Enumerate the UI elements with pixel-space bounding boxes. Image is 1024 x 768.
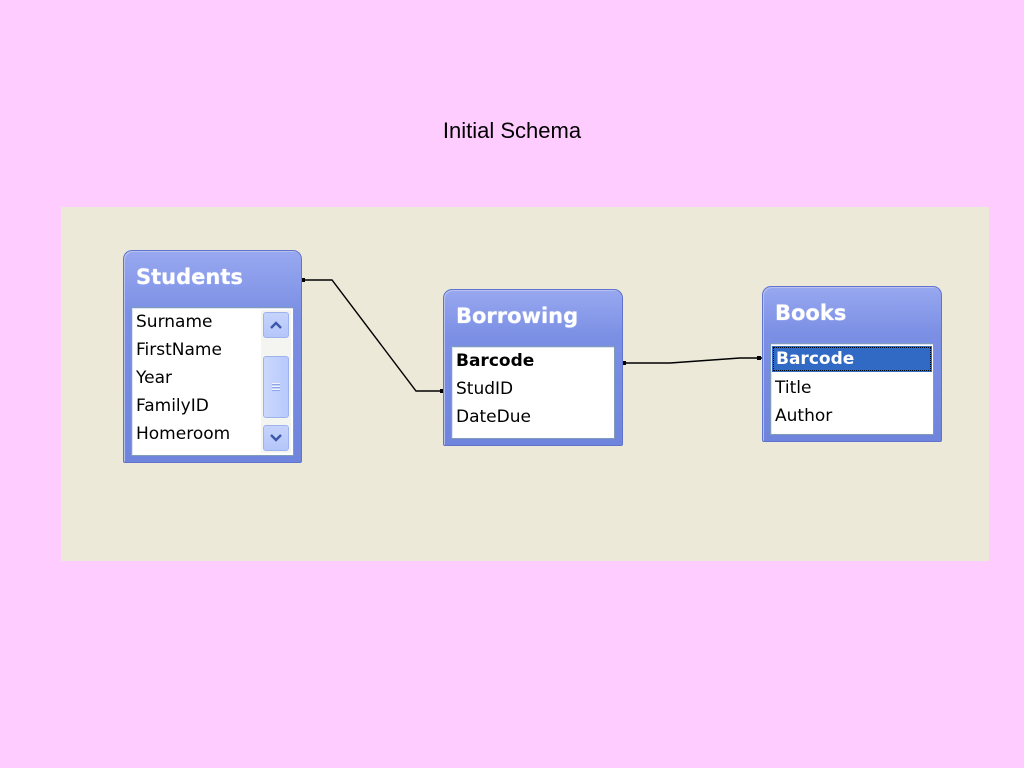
field-list[interactable]: Surname FirstName Year FamilyID Homeroom xyxy=(131,307,294,456)
vertical-scrollbar[interactable] xyxy=(261,310,291,453)
field-item[interactable]: DateDue xyxy=(456,407,531,427)
scroll-down-button[interactable] xyxy=(263,425,289,451)
table-books[interactable]: Books Barcode Title Author xyxy=(762,286,942,442)
field-item[interactable]: Year xyxy=(136,368,172,388)
field-item[interactable]: StudID xyxy=(456,379,514,399)
table-title[interactable]: Students xyxy=(136,265,243,289)
field-item[interactable]: Author xyxy=(775,406,833,426)
field-item[interactable]: Homeroom xyxy=(136,424,231,444)
table-students[interactable]: Students Surname FirstName Year FamilyID… xyxy=(123,250,302,463)
table-title[interactable]: Books xyxy=(775,301,847,325)
slide-title: Initial Schema xyxy=(442,118,582,143)
chevron-up-icon xyxy=(270,321,282,329)
field-item-selected[interactable]: Barcode xyxy=(772,346,932,372)
field-item[interactable]: Title xyxy=(775,378,812,398)
chevron-down-icon xyxy=(270,434,282,442)
grip-icon xyxy=(272,382,280,392)
field-item[interactable]: FirstName xyxy=(136,340,222,360)
table-borrowing[interactable]: Borrowing Barcode StudID DateDue xyxy=(443,289,623,446)
field-item-primary-key[interactable]: Barcode xyxy=(456,351,535,371)
field-item[interactable]: Surname xyxy=(136,312,213,332)
table-title[interactable]: Borrowing xyxy=(456,304,579,328)
scroll-up-button[interactable] xyxy=(263,312,289,338)
field-item[interactable]: FamilyID xyxy=(136,396,209,416)
field-list[interactable]: Barcode StudID DateDue xyxy=(451,346,615,439)
field-list[interactable]: Barcode Title Author xyxy=(770,343,934,435)
scroll-thumb[interactable] xyxy=(263,356,289,418)
